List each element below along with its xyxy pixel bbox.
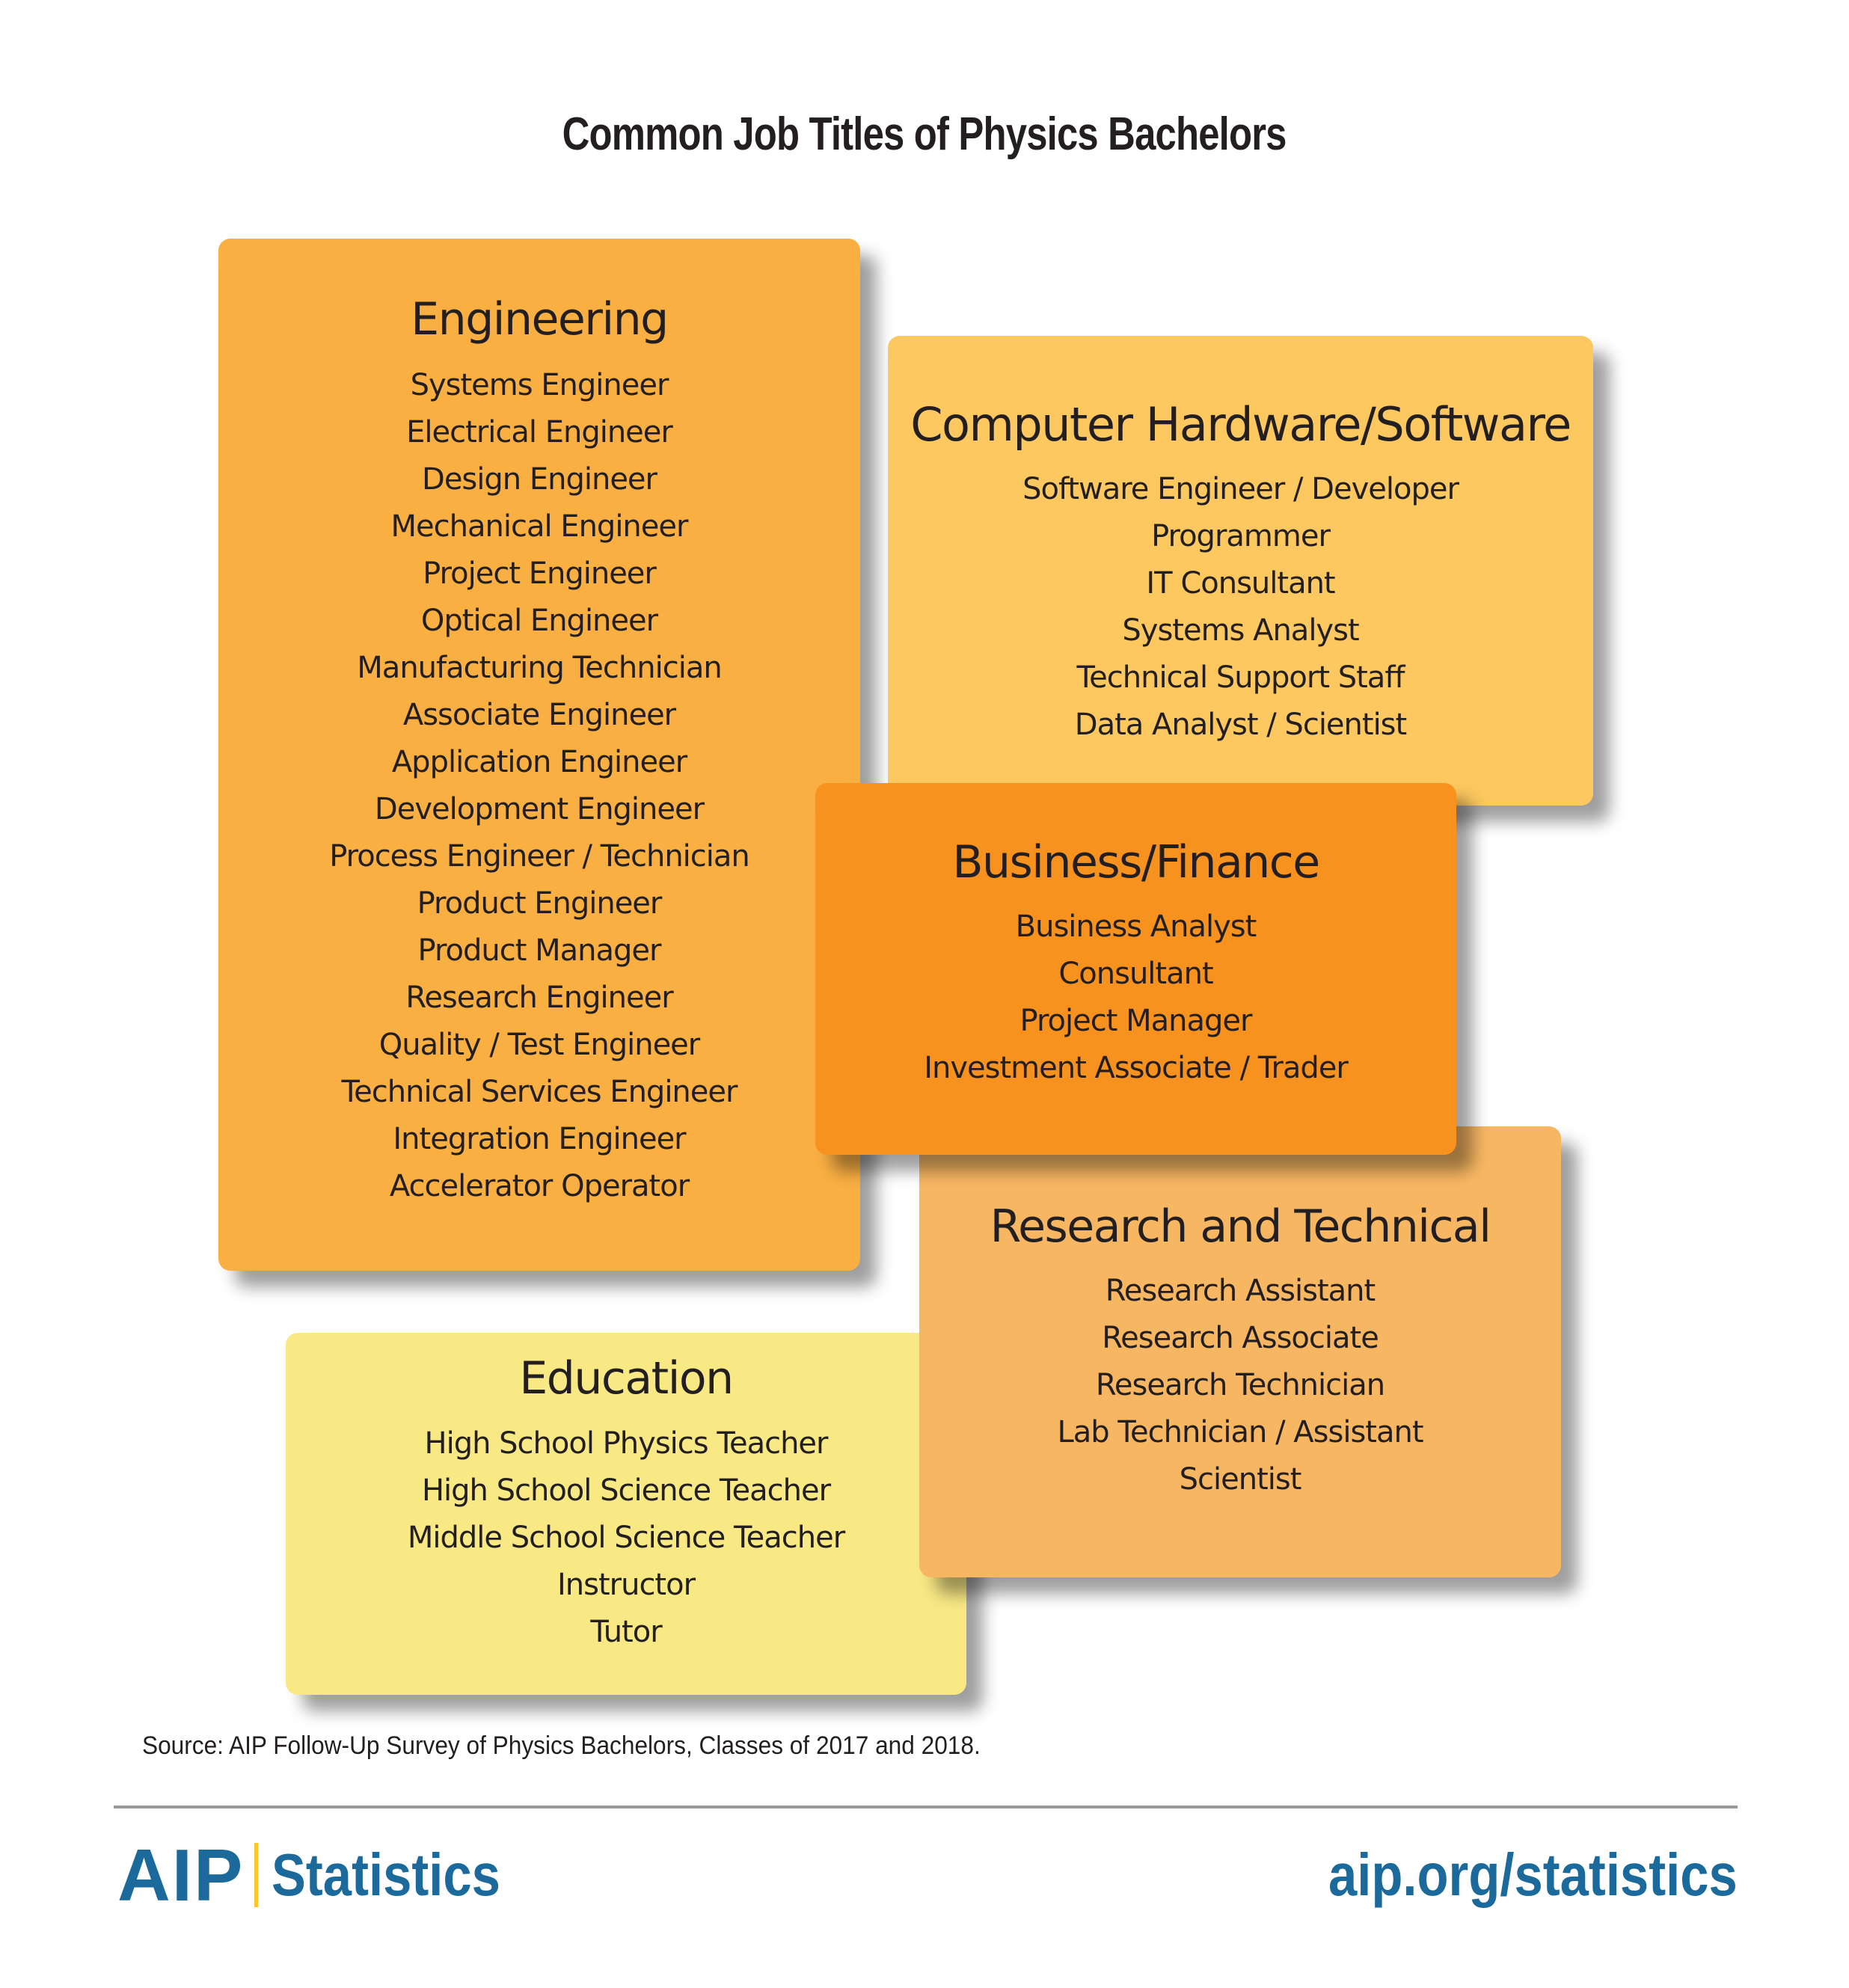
job-title: Application Engineer bbox=[391, 745, 687, 779]
logo-separator-bar bbox=[254, 1843, 259, 1907]
job-title-list: Research Assistant Research Associate Re… bbox=[919, 1268, 1561, 1503]
category-card-research: Research and Technical Research Assistan… bbox=[919, 1126, 1561, 1577]
job-title: Research Assistant bbox=[1105, 1274, 1376, 1308]
job-title: Optical Engineer bbox=[420, 604, 658, 638]
category-heading: Research and Technical bbox=[990, 1200, 1491, 1253]
job-title: Programmer bbox=[1151, 519, 1331, 553]
job-title: Manufacturing Technician bbox=[357, 651, 722, 685]
job-title: Scientist bbox=[1179, 1462, 1302, 1497]
page-title: Common Job Titles of Physics Bachelors bbox=[562, 108, 1287, 160]
job-title: Systems Analyst bbox=[1122, 613, 1359, 648]
aip-statistics-logo: AIP Statistics bbox=[117, 1834, 538, 1916]
job-title-list: Systems Engineer Electrical Engineer Des… bbox=[218, 362, 860, 1210]
job-title: Process Engineer / Technician bbox=[329, 839, 750, 874]
job-title-list: High School Physics Teacher High School … bbox=[286, 1420, 966, 1656]
job-title: Project Manager bbox=[1019, 1004, 1253, 1038]
job-title: Data Analyst / Scientist bbox=[1074, 708, 1407, 742]
job-title: Product Manager bbox=[417, 933, 662, 968]
job-title: Instructor bbox=[556, 1568, 696, 1602]
job-title: Consultant bbox=[1058, 957, 1213, 991]
logo-statistics-text: Statistics bbox=[272, 1841, 501, 1908]
job-title: Development Engineer bbox=[374, 792, 705, 826]
job-title: Associate Engineer bbox=[402, 698, 676, 732]
job-title: Accelerator Operator bbox=[389, 1169, 690, 1203]
job-title: Product Engineer bbox=[417, 886, 663, 921]
job-title: Project Engineer bbox=[423, 556, 657, 591]
category-card-computer: Computer Hardware/Software Software Engi… bbox=[888, 336, 1593, 806]
category-heading: Education bbox=[519, 1352, 734, 1405]
footer-divider bbox=[114, 1806, 1738, 1808]
job-title: Tutor bbox=[590, 1615, 662, 1649]
source-note: Source: AIP Follow-Up Survey of Physics … bbox=[142, 1731, 981, 1760]
website-url: aip.org/statistics bbox=[1328, 1841, 1738, 1908]
job-title: Research Associate bbox=[1102, 1321, 1379, 1355]
category-heading: Engineering bbox=[411, 293, 669, 346]
job-title: Integration Engineer bbox=[393, 1122, 686, 1156]
job-title: Software Engineer / Developer bbox=[1022, 472, 1459, 506]
category-card-engineering: Engineering Systems Engineer Electrical … bbox=[218, 239, 860, 1271]
job-title: High School Science Teacher bbox=[421, 1473, 831, 1508]
job-title: IT Consultant bbox=[1146, 566, 1335, 601]
job-title: Technical Services Engineer bbox=[341, 1075, 738, 1109]
job-title-list: Software Engineer / Developer Programmer… bbox=[888, 466, 1593, 749]
job-title: Business Analyst bbox=[1015, 909, 1257, 944]
job-title: Investment Associate / Trader bbox=[924, 1051, 1349, 1085]
category-heading: Business/Finance bbox=[952, 836, 1320, 889]
job-title: Quality / Test Engineer bbox=[378, 1028, 700, 1062]
job-title: Research Engineer bbox=[405, 981, 673, 1015]
job-title: Electrical Engineer bbox=[406, 415, 673, 450]
job-title: Systems Engineer bbox=[410, 368, 669, 402]
job-title: Middle School Science Teacher bbox=[407, 1521, 845, 1555]
job-title-list: Business Analyst Consultant Project Mana… bbox=[815, 904, 1456, 1092]
job-title: Lab Technician / Assistant bbox=[1057, 1415, 1423, 1449]
job-title: Design Engineer bbox=[422, 462, 657, 497]
category-card-business: Business/Finance Business Analyst Consul… bbox=[815, 783, 1456, 1155]
aip-logo-mark: AIP bbox=[117, 1834, 245, 1916]
category-card-education: Education High School Physics Teacher Hi… bbox=[286, 1333, 966, 1695]
job-title: Mechanical Engineer bbox=[390, 509, 689, 544]
category-heading: Computer Hardware/Software bbox=[910, 397, 1572, 452]
job-title: Research Technician bbox=[1095, 1368, 1385, 1402]
job-title: High School Physics Teacher bbox=[424, 1426, 829, 1461]
job-title: Technical Support Staff bbox=[1076, 660, 1405, 695]
